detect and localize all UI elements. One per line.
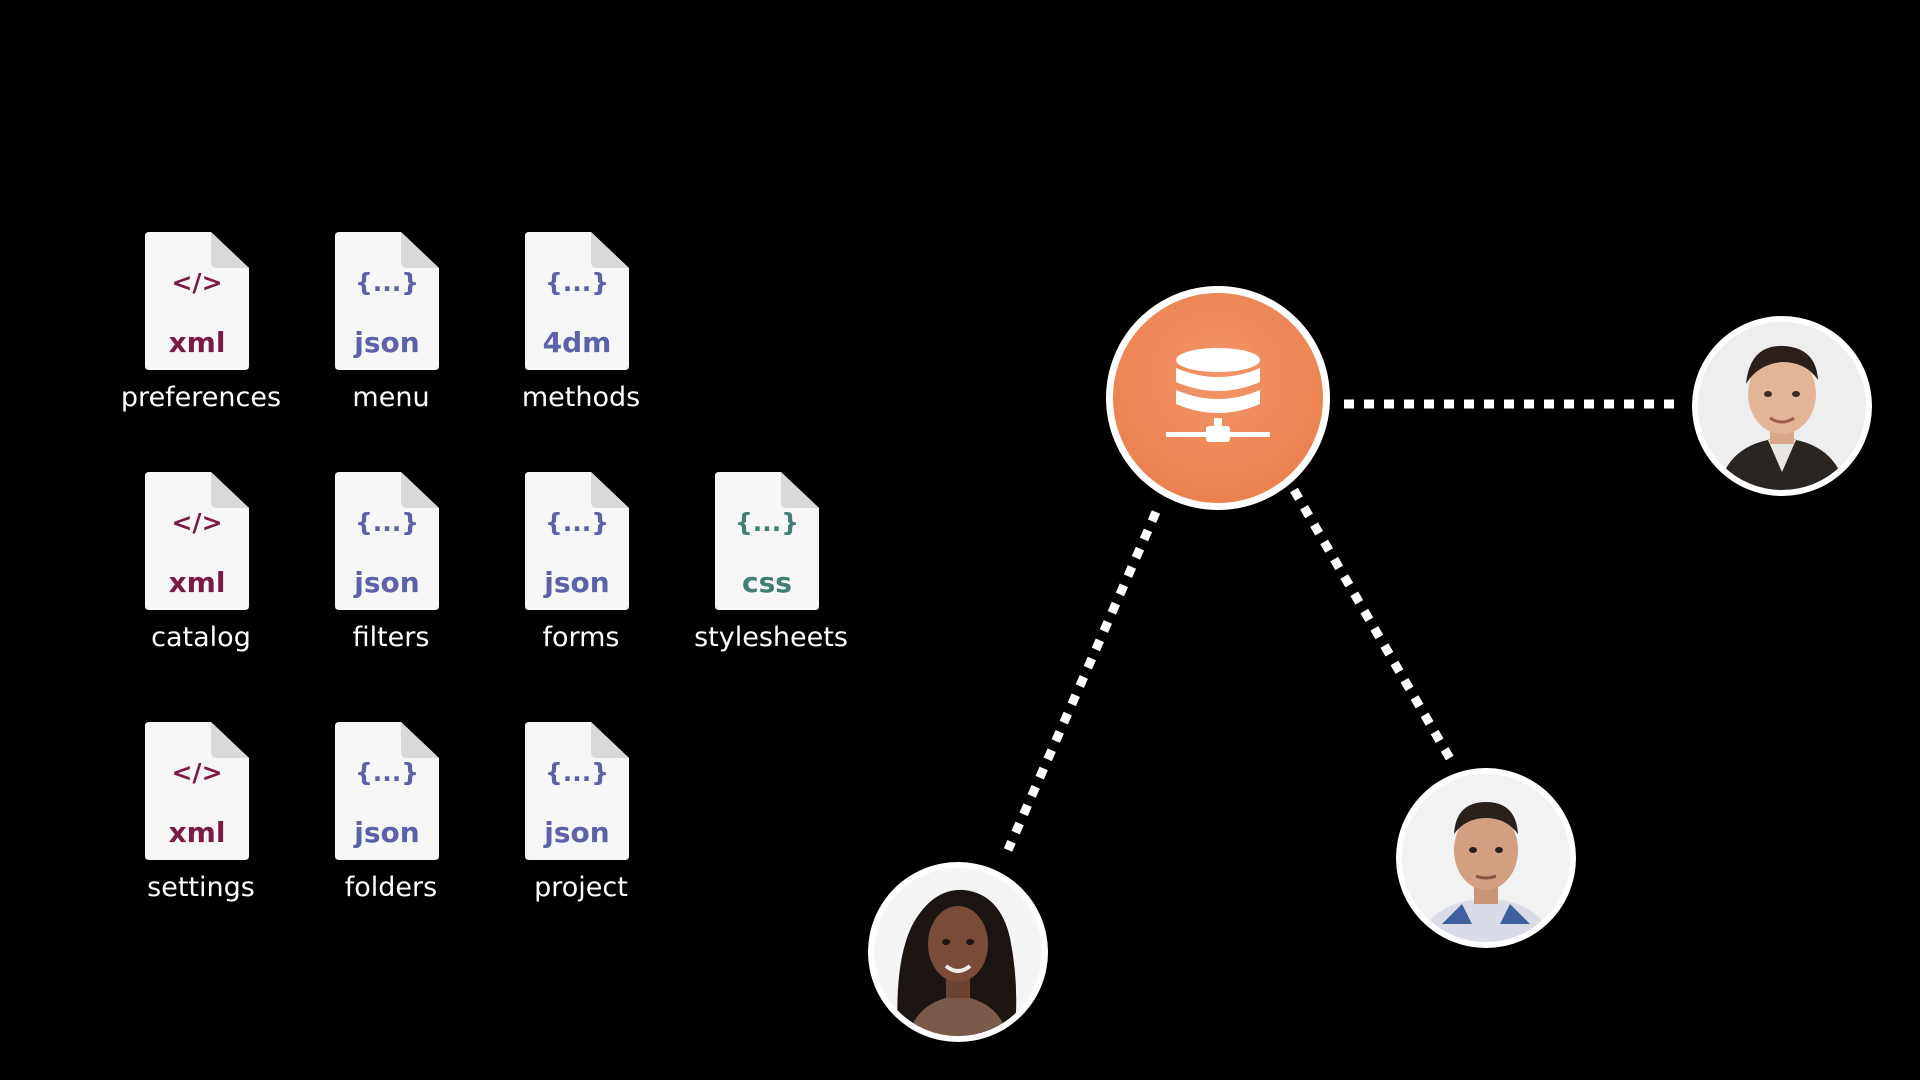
file-tile-methods: {...} 4dm methods [486, 232, 676, 442]
file-glyph: </> [171, 758, 223, 787]
xml-file-icon: </> xml [145, 232, 249, 370]
file-tile-forms: {...} json forms [486, 472, 676, 682]
user-avatar-young-man [1396, 768, 1576, 948]
file-extension: xml [168, 326, 226, 359]
file-extension: xml [168, 566, 226, 599]
file-tile-stylesheets: {...} css stylesheets [676, 472, 866, 682]
file-extension: 4dm [542, 326, 612, 359]
file-glyph: {...} [734, 508, 800, 537]
file-extension: json [544, 816, 610, 849]
user-avatar-icon [874, 868, 1042, 1036]
user-avatar-icon [1698, 322, 1866, 490]
user-avatar-woman [868, 862, 1048, 1042]
file-glyph: {...} [354, 758, 420, 787]
file-glyph: {...} [544, 508, 610, 537]
4dm-file-icon: {...} 4dm [525, 232, 629, 370]
file-tile-project: {...} json project [486, 722, 676, 932]
json-file-icon: {...} json [335, 232, 439, 370]
file-glyph: </> [171, 508, 223, 537]
file-glyph: {...} [354, 268, 420, 297]
file-extension: json [354, 566, 420, 599]
server-node [1106, 286, 1330, 510]
file-extension: json [354, 326, 420, 359]
file-glyph: </> [171, 268, 223, 297]
json-file-icon: {...} json [525, 472, 629, 610]
file-label: menu [352, 382, 430, 413]
xml-file-icon: </> xml [145, 472, 249, 610]
file-tile-menu: {...} json menu [296, 232, 486, 442]
file-glyph: {...} [544, 758, 610, 787]
file-tile-catalog: </> xml catalog [106, 472, 296, 682]
file-label: preferences [120, 382, 282, 413]
link-server-to-user-bottom-left [1003, 510, 1161, 852]
file-extension: xml [168, 816, 226, 849]
file-tile-folders: {...} json folders [296, 722, 486, 932]
file-label: filters [352, 622, 430, 653]
file-label: catalog [151, 622, 251, 653]
json-file-icon: {...} json [335, 472, 439, 610]
json-file-icon: {...} json [335, 722, 439, 860]
file-label: settings [147, 872, 255, 903]
json-file-icon: {...} json [525, 722, 629, 860]
user-avatar-icon [1402, 774, 1570, 942]
file-label: project [534, 872, 628, 903]
file-tile-filters: {...} json filters [296, 472, 486, 682]
link-server-to-user-bottom-right [1290, 487, 1456, 765]
css-file-icon: {...} css [715, 472, 819, 610]
file-glyph: {...} [544, 268, 610, 297]
file-label: forms [542, 622, 620, 653]
file-extension: json [354, 816, 420, 849]
file-extension: json [544, 566, 610, 599]
file-glyph: {...} [354, 508, 420, 537]
file-tile-settings: </> xml settings [106, 722, 296, 932]
database-server-icon [1166, 348, 1270, 442]
file-label: folders [344, 872, 438, 903]
user-avatar-man-suit [1692, 316, 1872, 496]
file-extension: css [742, 566, 792, 599]
file-label: stylesheets [694, 622, 848, 653]
xml-file-icon: </> xml [145, 722, 249, 860]
file-tile-preferences: </> xml preferences [106, 232, 296, 442]
file-label: methods [521, 382, 641, 413]
